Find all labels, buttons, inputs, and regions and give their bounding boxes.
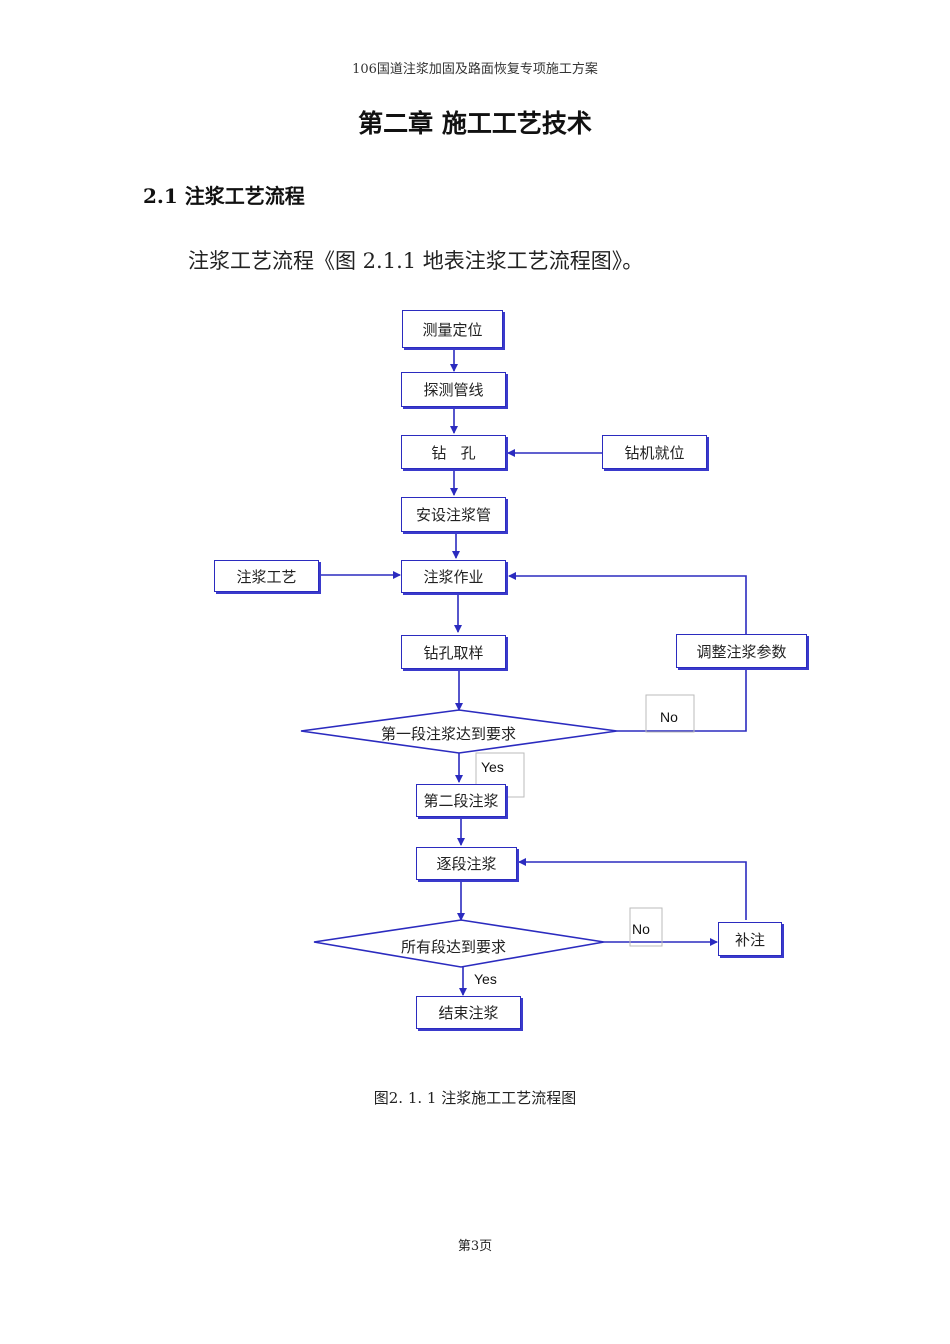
node-grout-process-label: 注浆工艺 [236,567,297,586]
yes-label-2: Yes [474,971,497,987]
decision-all-shape [313,919,605,968]
node-rig-position: 钻机就位 [602,435,707,469]
no-label-1: No [660,709,678,725]
node-survey-label: 测量定位 [422,320,483,339]
decision-all-label: 所有段达到要求 [401,938,507,956]
arrow-adjust-grouting [508,572,747,634]
node-drill-label: 钻 孔 [431,443,476,462]
yes-label-1: Yes [481,759,504,775]
node-adjust-params: 调整注浆参数 [676,634,807,668]
node-install-pipe: 安设注浆管 [401,497,506,532]
node-core-sample: 钻孔取样 [401,635,506,669]
node-adjust-params-label: 调整注浆参数 [696,642,787,661]
no-label-2: No [632,921,650,937]
node-core-sample-label: 钻孔取样 [423,643,484,662]
node-supplement-label: 补注 [734,930,765,949]
no-label-frame-2 [629,907,663,947]
node-grouting-label: 注浆作业 [423,568,484,586]
decision-first-label: 第一段注浆达到要求 [381,725,517,743]
node-grouting: 注浆作业 [401,560,506,593]
node-stage-by-stage-label: 逐段注浆 [436,855,497,873]
chapter-title: 第二章 施工工艺技术 [358,109,592,138]
node-supplement: 补注 [718,922,782,956]
running-header: 106国道注浆加固及路面恢复专项施工方案 [352,62,598,77]
section-title: 2.1 注浆工艺流程 [143,184,305,208]
node-stage-by-stage: 逐段注浆 [416,847,517,880]
grouting-flowchart: 测量定位 探测管线 钻 孔 钻机就位 安设注浆管 注浆工艺 注浆作业 钻孔取样 … [0,300,950,1060]
line-decision1-adjust [617,668,747,732]
node-finish: 结束注浆 [416,996,521,1029]
node-drill: 钻 孔 [401,435,506,469]
node-detect-pipes: 探测管线 [401,372,506,407]
body-paragraph: 注浆工艺流程《图 2.1.1 地表注浆工艺流程图》。 [188,249,644,273]
node-rig-position-label: 钻机就位 [624,443,685,462]
node-survey: 测量定位 [402,310,503,348]
node-second-stage: 第二段注浆 [416,784,506,817]
node-second-stage-label: 第二段注浆 [423,792,499,810]
decision-first-shape [300,709,618,754]
figure-caption: 图2. 1. 1 注浆施工工艺流程图 [373,1089,577,1107]
flowchart-connectors [300,348,747,996]
node-detect-pipes-label: 探测管线 [423,381,484,399]
node-install-pipe-label: 安设注浆管 [415,506,491,524]
node-grout-process: 注浆工艺 [214,560,319,592]
no-label-frame-1 [645,694,695,733]
node-finish-label: 结束注浆 [438,1004,499,1022]
arrow-supplement-stagebystage [518,858,747,920]
page-number: 第3页 [457,1239,493,1254]
